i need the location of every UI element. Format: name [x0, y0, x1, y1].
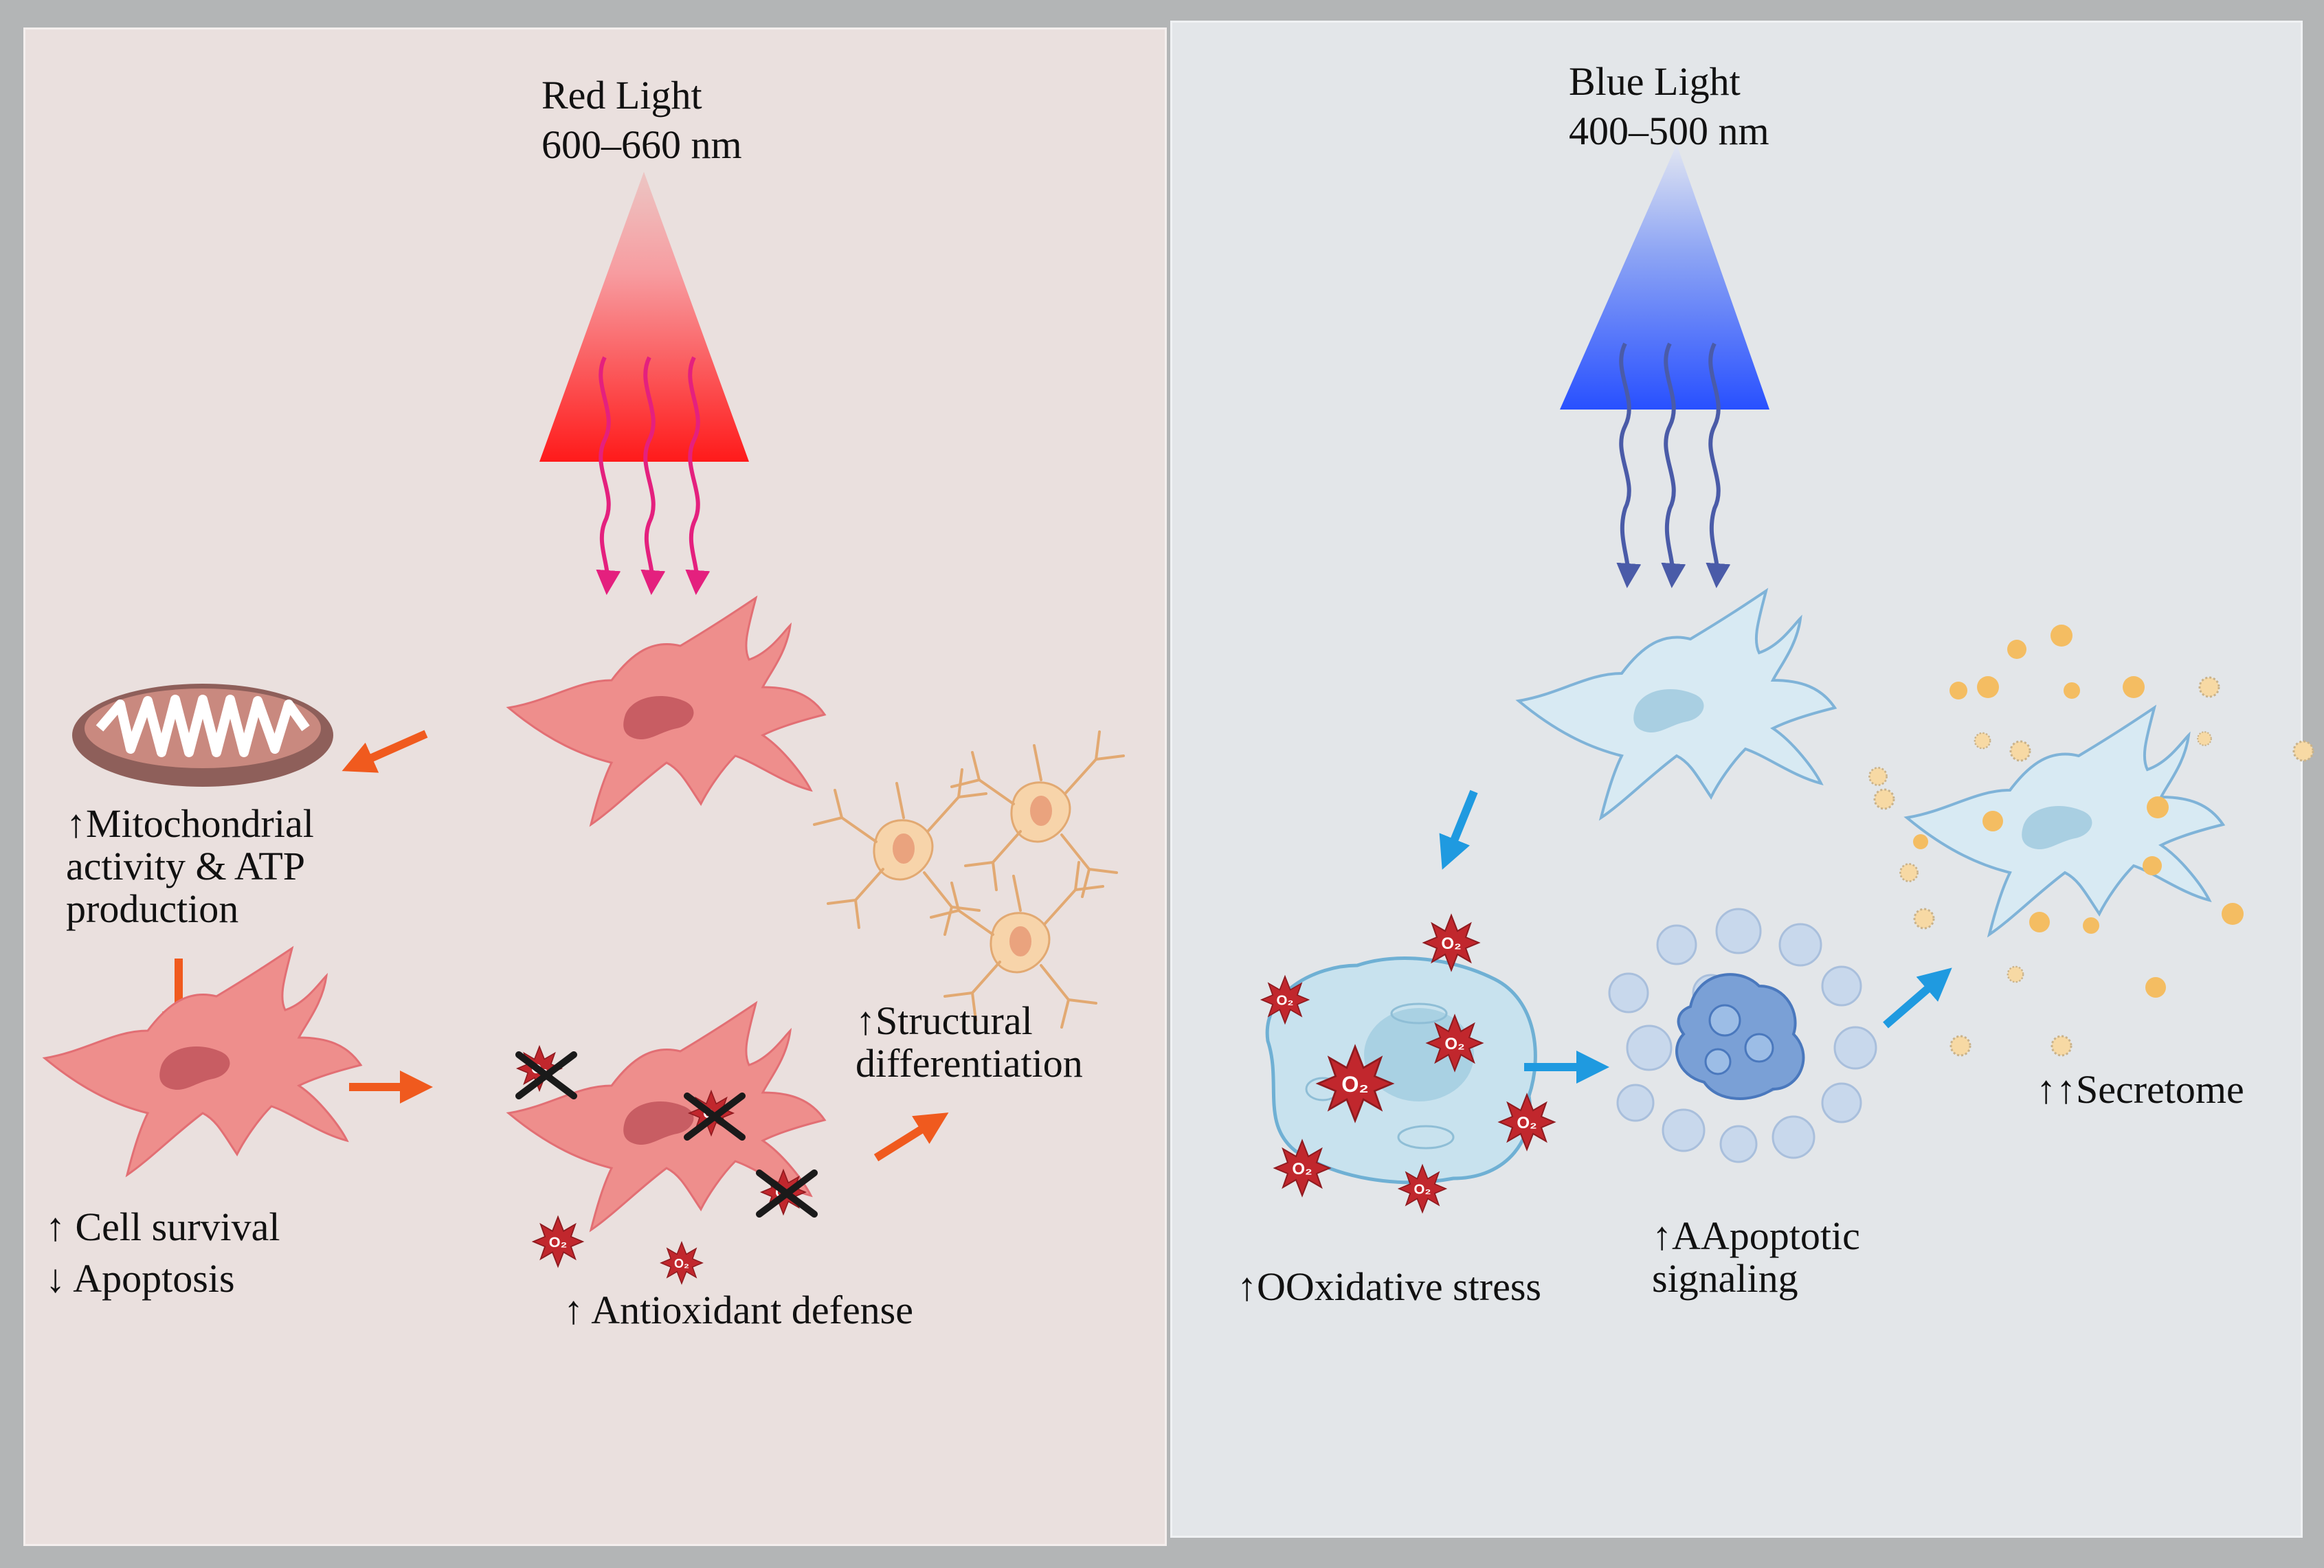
blue-light-cone [1560, 144, 1769, 410]
oxidative-cell [1265, 956, 1537, 1185]
ros-o2-icon [660, 1242, 703, 1284]
apoptotic-cell-icon [1608, 908, 1877, 1163]
ros-o2-icon [1427, 1015, 1483, 1071]
mito-line-2: activity & ATP [66, 844, 305, 889]
red-light-cone [539, 172, 749, 462]
orange-arrow-diagonal [873, 1112, 949, 1162]
red-target-cell [507, 596, 826, 826]
mitochondrial-label: ↑Mitochondrial activity & ATP production [66, 801, 314, 932]
mito-line-3: production [66, 886, 239, 932]
ros-o2-icon [1274, 1140, 1330, 1196]
antioxidant-label: ↑ Antioxidant defense [563, 1288, 914, 1332]
structural-line-1: ↑Structural [856, 998, 1033, 1043]
ros-o2-icon [1261, 976, 1309, 1024]
structural-line-2: differentiation [856, 1041, 1083, 1086]
mitochondrion-icon [72, 684, 333, 787]
blue-light-range: 400–500 nm [1569, 109, 1769, 154]
blue-light-name: Blue Light [1569, 59, 1741, 104]
survival-line-2: ↓ Apoptosis [45, 1256, 235, 1301]
red-light-panel [23, 27, 1167, 1546]
red-light-title: Red Light 600–660 nm [541, 74, 742, 166]
ros-o2-icon [1499, 1094, 1555, 1150]
cell-survival-label: ↑ Cell survival ↓ Apoptosis [45, 1201, 280, 1305]
apoptotic-line-2: signaling [1652, 1256, 1798, 1301]
blue-arrow-diagonal [1883, 967, 1952, 1029]
blue-arrow-down [1439, 789, 1478, 870]
oxidative-stress-label: ↑OOxidative stress [1237, 1264, 1541, 1309]
survival-line-1: ↑ Cell survival [45, 1205, 280, 1249]
neuron-icon [813, 730, 1125, 1029]
red-light-rays [596, 356, 711, 595]
red-light-name: Red Light [541, 73, 702, 117]
red-survival-cell [43, 947, 362, 1176]
apoptotic-label: ↑AApoptotic signaling [1652, 1213, 1860, 1301]
apoptotic-line-1: ↑AApoptotic [1652, 1213, 1860, 1258]
red-light-range: 600–660 nm [541, 122, 742, 168]
ros-o2-icon [1398, 1165, 1446, 1213]
blue-secretome-cell [1906, 706, 2224, 936]
ros-o2-icon [1317, 1045, 1394, 1122]
secretome-label: ↑↑Secretome [2036, 1067, 2244, 1112]
structural-label: ↑Structural differentiation [856, 998, 1083, 1086]
blue-target-cell [1517, 590, 1836, 819]
blue-light-title: Blue Light 400–500 nm [1569, 60, 1769, 153]
ros-o2-icon [1423, 915, 1479, 971]
ros-o2-icon [533, 1216, 583, 1267]
orange-arrow-to-mito [342, 730, 428, 773]
secretome-particles [1913, 625, 2244, 998]
blue-light-rays [1616, 342, 1731, 588]
mito-line-1: ↑Mitochondrial [66, 801, 314, 846]
